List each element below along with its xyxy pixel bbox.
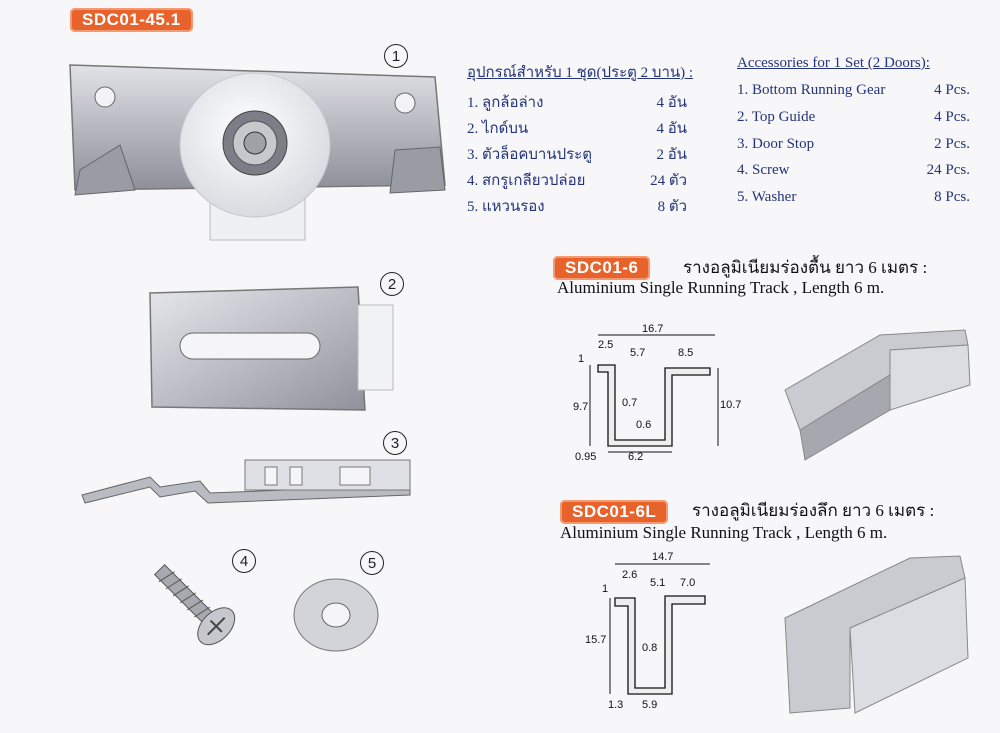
svg-text:5.9: 5.9: [642, 699, 657, 711]
svg-text:9.7: 9.7: [573, 401, 588, 413]
track2-eng-title: Aluminium Single Running Track , Length …: [560, 523, 888, 542]
svg-text:1: 1: [602, 583, 608, 595]
model-tag-track1: SDC01-6: [553, 256, 651, 280]
svg-text:2.5: 2.5: [598, 339, 613, 351]
svg-text:7.0: 7.0: [680, 577, 695, 589]
marker-1: 1: [384, 44, 408, 68]
bottom-running-gear-image: [69, 64, 446, 241]
door-stop-image: [81, 459, 411, 504]
track2-3d-image: [784, 555, 969, 714]
track1-eng-title: Aluminium Single Running Track , Length …: [557, 278, 885, 297]
svg-text:0.95: 0.95: [575, 451, 596, 463]
screw-image: [153, 563, 236, 646]
svg-text:1: 1: [578, 353, 584, 365]
svg-text:1.3: 1.3: [608, 699, 623, 711]
svg-text:0.7: 0.7: [622, 397, 637, 409]
track1-3d-image: [784, 329, 971, 461]
track2-profile-diagram: 14.7 2.6 5.1 7.0 1 15.7 0.8 1.3 5.9: [585, 551, 710, 711]
track2-thai-title: รางอลูมิเนียมร่องลึก ยาว 6 เมตร :: [692, 501, 935, 520]
svg-text:15.7: 15.7: [585, 634, 606, 646]
washer-image: [293, 578, 379, 652]
svg-text:5.7: 5.7: [630, 347, 645, 359]
svg-text:10.7: 10.7: [720, 399, 741, 411]
svg-text:5.1: 5.1: [650, 577, 665, 589]
svg-text:2.6: 2.6: [622, 569, 637, 581]
model-tag-main: SDC01-45.1: [70, 8, 193, 32]
track1-thai-title: รางอลูมิเนียมร่องตื้น ยาว 6 เมตร :: [683, 258, 928, 277]
marker-3: 3: [383, 431, 407, 455]
marker-2: 2: [380, 272, 404, 296]
svg-text:0.6: 0.6: [636, 419, 651, 431]
track1-profile-diagram: 16.7 2.5 5.7 8.5 1 9.7 0.7 10.7 0.6 0.95…: [573, 323, 741, 463]
model-tag-track2: SDC01-6L: [560, 500, 669, 524]
svg-text:8.5: 8.5: [678, 347, 693, 359]
top-guide-image: [149, 286, 394, 411]
svg-text:14.7: 14.7: [652, 551, 673, 563]
thai-list-title: อุปกรณ์สำหรับ 1 ชุด(ประตู 2 บาน) :: [467, 65, 694, 81]
thai-list-item: 3. ตัวล็อคบานประตู2 อัน: [467, 147, 687, 163]
marker-5: 5: [360, 551, 384, 575]
svg-text:16.7: 16.7: [642, 323, 663, 335]
svg-text:6.2: 6.2: [628, 451, 643, 463]
eng-list-title: Accessories for 1 Set (2 Doors):: [737, 55, 930, 71]
marker-4: 4: [232, 549, 256, 573]
svg-text:0.8: 0.8: [642, 642, 657, 654]
